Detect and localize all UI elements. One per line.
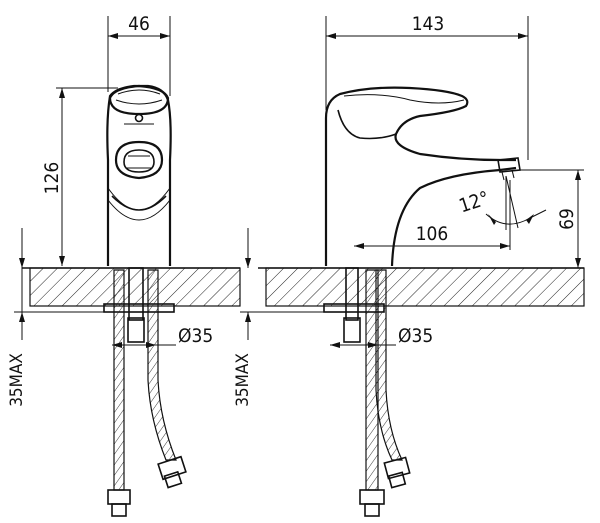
front-hose-right bbox=[147, 269, 177, 461]
front-handle-cap bbox=[108, 84, 170, 116]
front-height-label: 126 bbox=[41, 162, 63, 195]
front-hose-left bbox=[113, 269, 125, 491]
front-thread-label: Ø35 bbox=[178, 325, 213, 347]
side-angle-label: 12° bbox=[456, 187, 492, 217]
front-view: 46 126 Ø35 35MAX bbox=[7, 13, 213, 517]
side-reach-label: 106 bbox=[416, 223, 449, 245]
side-hose-right bbox=[375, 269, 403, 461]
front-aerator bbox=[114, 140, 164, 180]
front-mounting-plate bbox=[103, 303, 175, 313]
front-max-label: 35MAX bbox=[7, 353, 27, 407]
side-nut bbox=[343, 317, 361, 343]
front-indicator-dot bbox=[134, 113, 144, 123]
front-width-label: 46 bbox=[128, 13, 150, 35]
front-threaded-rod bbox=[128, 267, 144, 321]
side-threaded-rod bbox=[345, 267, 359, 321]
side-max-label: 35MAX bbox=[233, 353, 253, 407]
side-faucet-body bbox=[324, 86, 516, 266]
side-view: 143 106 69 12° Ø35 35MAX bbox=[233, 13, 584, 517]
side-thread-label: Ø35 bbox=[398, 325, 433, 347]
front-nut bbox=[127, 317, 145, 343]
countertop-right bbox=[258, 267, 585, 307]
side-spout-height-label: 69 bbox=[556, 208, 578, 230]
countertop-left bbox=[22, 267, 241, 307]
side-length-label: 143 bbox=[412, 13, 445, 35]
